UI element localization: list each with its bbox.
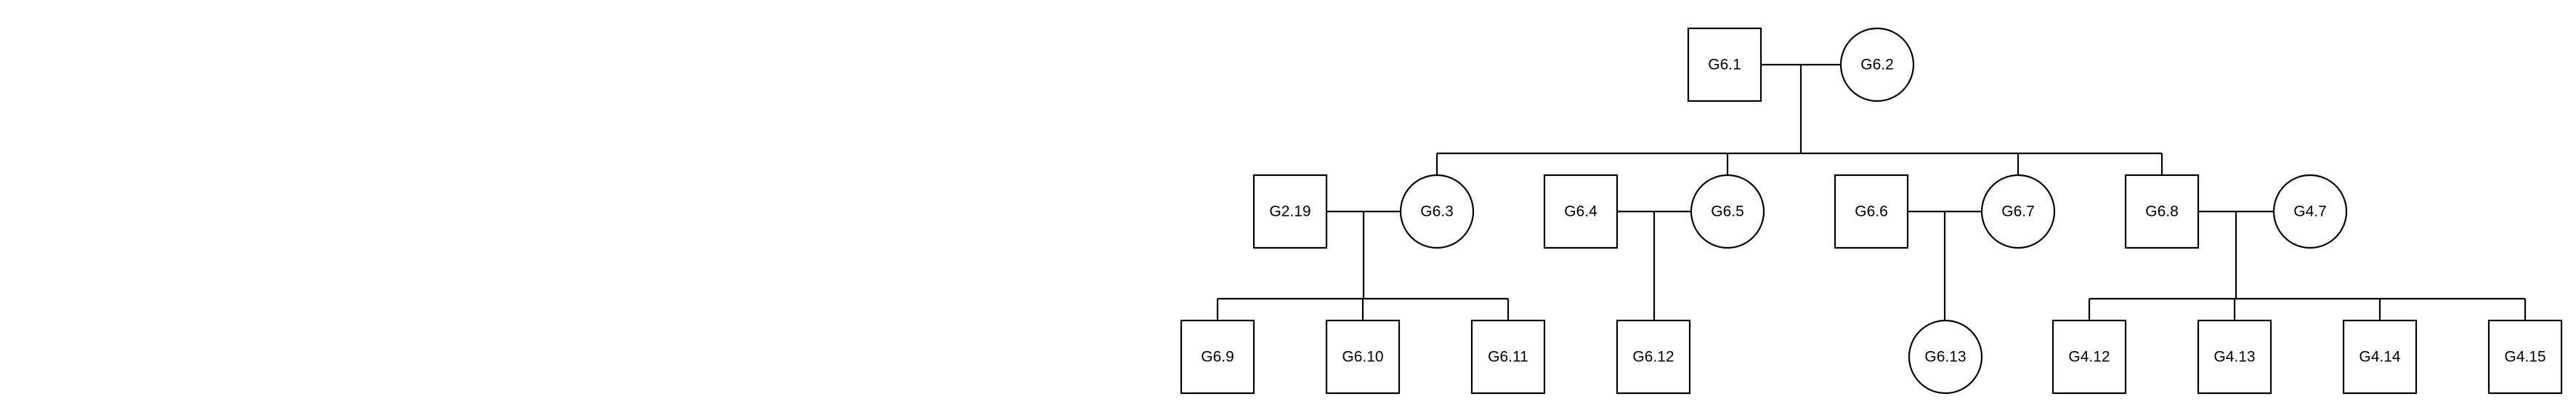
individual-label: G4.13 bbox=[2214, 349, 2255, 366]
male-individual: G6.1 bbox=[1687, 27, 1762, 102]
female-circle-icon bbox=[1980, 174, 2056, 249]
individual-label: G6.2 bbox=[1860, 57, 1894, 73]
male-square-icon bbox=[1325, 319, 1401, 395]
male-square-icon bbox=[2197, 319, 2272, 395]
individual-label: G6.5 bbox=[1711, 204, 1744, 220]
male-square-icon bbox=[1834, 174, 1909, 249]
male-individual: G4.14 bbox=[2342, 319, 2418, 395]
male-individual: G4.15 bbox=[2487, 319, 2563, 395]
male-square-icon bbox=[2342, 319, 2418, 395]
female-individual: G6.3 bbox=[1399, 174, 1475, 249]
male-individual: G4.12 bbox=[2052, 319, 2127, 395]
female-individual: G4.7 bbox=[2272, 174, 2348, 249]
male-square-icon bbox=[1543, 174, 1619, 249]
female-circle-icon bbox=[1839, 27, 1915, 102]
individual-label: G6.12 bbox=[1632, 349, 1674, 366]
female-individual: G6.5 bbox=[1690, 174, 1765, 249]
male-square-icon bbox=[1470, 319, 1546, 395]
individual-label: G6.9 bbox=[1201, 349, 1234, 366]
individual-label: G6.10 bbox=[1342, 349, 1383, 366]
pedigree-lines bbox=[1216, 63, 2527, 321]
male-square-icon bbox=[2124, 174, 2200, 249]
male-individual: G6.10 bbox=[1325, 319, 1401, 395]
male-individual: G2.19 bbox=[1252, 174, 1328, 249]
male-individual: G6.9 bbox=[1180, 319, 1255, 395]
female-circle-icon bbox=[2272, 174, 2348, 249]
individual-label: G4.7 bbox=[2293, 204, 2327, 220]
individual-label: G4.14 bbox=[2359, 349, 2401, 366]
individual-label: G6.3 bbox=[1420, 204, 1454, 220]
individual-label: G6.4 bbox=[1564, 204, 1597, 220]
individual-label: G6.1 bbox=[1708, 57, 1741, 73]
male-individual: G6.11 bbox=[1470, 319, 1546, 395]
male-square-icon bbox=[2052, 319, 2127, 395]
male-individual: G6.4 bbox=[1543, 174, 1619, 249]
male-square-icon bbox=[1180, 319, 1255, 395]
individual-label: G6.6 bbox=[1855, 204, 1888, 220]
individual-label: G4.12 bbox=[2068, 349, 2110, 366]
male-square-icon bbox=[1687, 27, 1762, 102]
female-circle-icon bbox=[1908, 319, 1983, 395]
individual-label: G6.11 bbox=[1488, 349, 1528, 366]
male-individual: G4.13 bbox=[2197, 319, 2272, 395]
male-individual: G6.8 bbox=[2124, 174, 2200, 249]
individual-label: G6.13 bbox=[1924, 349, 1966, 366]
female-circle-icon bbox=[1399, 174, 1475, 249]
individual-label: G4.15 bbox=[2504, 349, 2545, 366]
female-individual: G6.7 bbox=[1980, 174, 2056, 249]
male-individual: G6.6 bbox=[1834, 174, 1909, 249]
individual-label: G6.8 bbox=[2145, 204, 2179, 220]
female-individual: G6.13 bbox=[1908, 319, 1983, 395]
male-square-icon bbox=[1616, 319, 1691, 395]
female-individual: G6.2 bbox=[1839, 27, 1915, 102]
male-individual: G6.12 bbox=[1616, 319, 1691, 395]
female-circle-icon bbox=[1690, 174, 1765, 249]
male-square-icon bbox=[2487, 319, 2563, 395]
male-square-icon bbox=[1252, 174, 1328, 249]
individual-label: G2.19 bbox=[1269, 204, 1311, 220]
individual-label: G6.7 bbox=[2001, 204, 2035, 220]
